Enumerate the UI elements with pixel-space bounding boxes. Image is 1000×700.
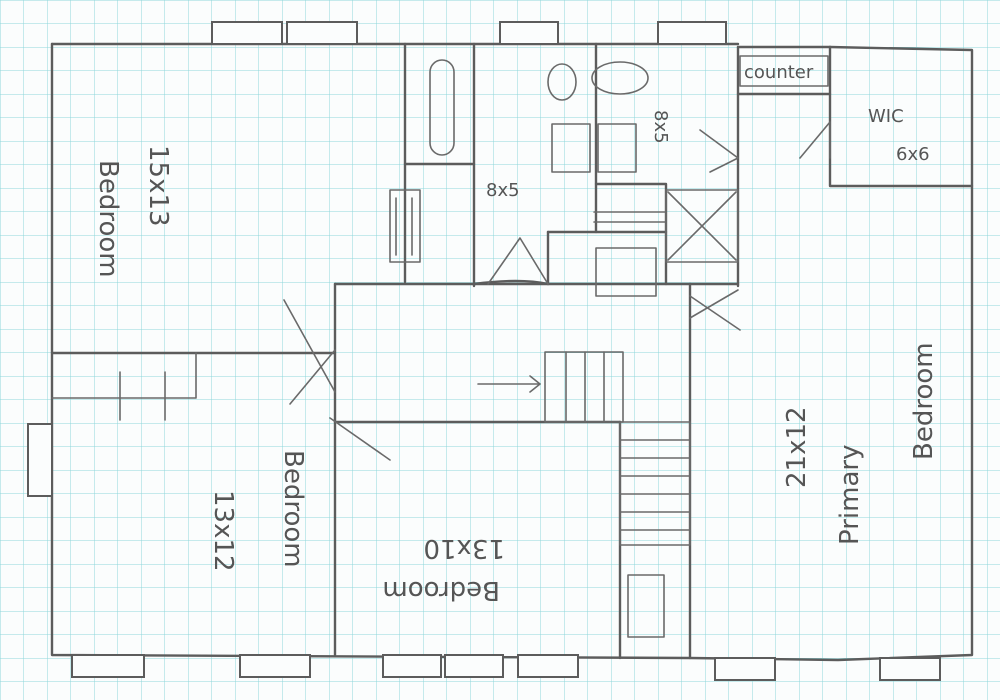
bath-1-size: 8x5	[486, 180, 520, 201]
bath-2-size: 8x5	[650, 110, 671, 144]
bedroom-nw-size: 15x13	[143, 145, 173, 227]
windows	[27, 21, 941, 681]
bedroom-center-size: 13x10	[423, 533, 505, 563]
bedroom-sw-size: 13x12	[208, 490, 238, 572]
wic-label: WIC	[868, 106, 904, 127]
closet-sw	[51, 352, 197, 421]
counter-label: counter	[744, 62, 814, 83]
primary-bedroom-label-1: Primary	[835, 445, 865, 545]
tub-icon	[591, 61, 649, 95]
staircase	[477, 351, 691, 638]
bedroom-center-label: Bedroom	[382, 575, 500, 605]
bath-fixtures	[389, 59, 739, 297]
sink-icon-2	[597, 123, 637, 173]
primary-bedroom-size: 21x12	[782, 406, 812, 488]
bedroom-nw-label: Bedroom	[93, 160, 123, 278]
wic-size: 6x6	[896, 144, 930, 165]
toilet-icon	[547, 63, 577, 101]
door-swings	[283, 121, 831, 461]
primary-bedroom-label-2: Bedroom	[909, 342, 939, 460]
interior-walls	[50, 42, 974, 660]
bedroom-sw-label: Bedroom	[278, 450, 308, 568]
counter-box	[739, 55, 829, 87]
sink-icon	[551, 123, 591, 173]
